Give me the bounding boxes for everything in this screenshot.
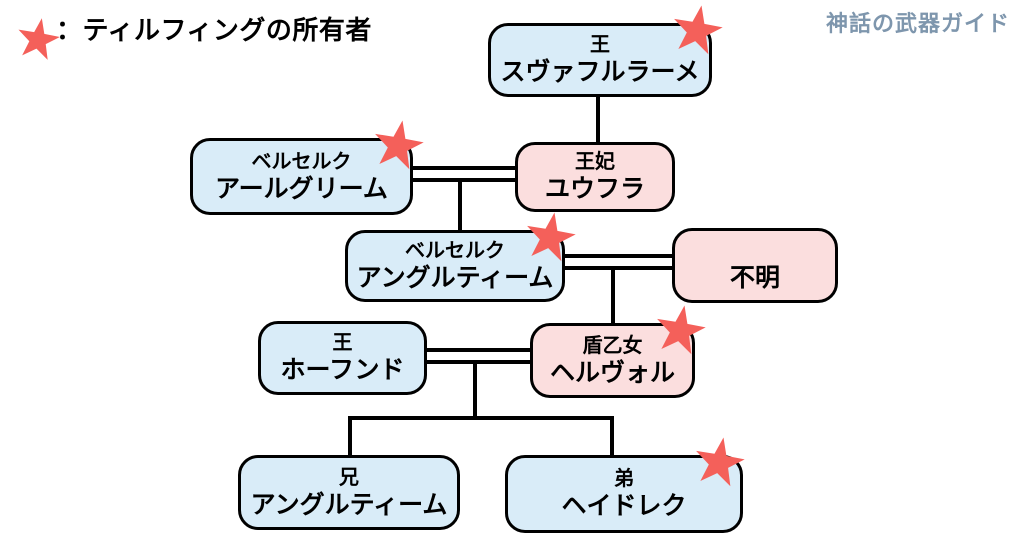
node-hofund: 王 ホーフンド — [258, 321, 427, 395]
node-role: 王妃 — [575, 151, 615, 173]
marriage-line-hofund-hervor-bottom — [425, 360, 532, 364]
tyrfing-owner-star-icon — [657, 305, 706, 355]
marriage-line-hofund-hervor-top — [425, 348, 532, 352]
node-angantyr: ベルセルク アングルティーム — [345, 212, 576, 302]
descent-line-svafrlami-eyfura — [596, 95, 600, 142]
site-title: 神話の武器ガイド — [825, 11, 1010, 36]
tyrfing-owner-star-icon — [696, 437, 745, 487]
node-arngrim: ベルセルク アールグリーム — [190, 120, 424, 215]
node-name: アングルティーム — [356, 264, 554, 292]
node-role: 盾乙女 — [582, 334, 643, 357]
node-role: 弟 — [614, 468, 634, 490]
descent-line-to-siblings — [473, 360, 477, 420]
node-eyfura: 王妃 ユウフラ — [515, 142, 675, 212]
node-role: ベルセルク — [251, 150, 352, 173]
node-role: 王 — [332, 332, 353, 354]
node-role: ベルセルク — [405, 240, 505, 262]
node-name: ヘイドレク — [561, 492, 687, 520]
tyrfing-owner-star-icon — [674, 5, 723, 55]
node-role: 王 — [590, 34, 610, 56]
sibling-bar — [348, 416, 614, 420]
node-heidrek: 弟 ヘイドレク — [505, 437, 745, 533]
marriage-line-angantyr-unknown-top — [563, 254, 674, 258]
drop-line-to-elder-brother — [348, 416, 352, 457]
tyrfing-owner-star-icon — [18, 18, 60, 60]
node-role: 兄 — [339, 466, 359, 489]
legend: ：ティルフィングの所有者 — [8, 10, 372, 60]
marriage-line-angantyr-unknown-bottom — [563, 266, 674, 270]
legend-label: ：ティルフィングの所有者 — [56, 15, 372, 45]
drop-line-to-younger-brother — [610, 416, 614, 457]
marriage-line-arngrim-eyfura-bottom — [411, 178, 517, 182]
node-hervor: 盾乙女 ヘルヴォル — [530, 305, 706, 398]
node-svafrlami: 王 スヴァフルラーメ — [488, 5, 723, 97]
marriage-line-arngrim-eyfura-top — [411, 166, 517, 170]
node-name: ヘルヴォル — [549, 358, 675, 387]
tyrfing-owner-star-icon — [375, 120, 424, 170]
node-name: スヴァフルラーメ — [500, 58, 700, 86]
node-name: ユウフラ — [544, 175, 645, 203]
node-name: 不明 — [729, 263, 780, 292]
descent-line-to-hervor — [611, 266, 615, 325]
node-name: アングルティーム — [250, 490, 448, 519]
descent-line-to-angantyr — [458, 178, 462, 232]
node-angantyr-elder: 兄 アングルティーム — [238, 455, 460, 530]
node-name: アールグリーム — [215, 174, 388, 203]
node-name: ホーフンド — [280, 356, 405, 384]
node-unknown: 不明 — [672, 228, 838, 303]
